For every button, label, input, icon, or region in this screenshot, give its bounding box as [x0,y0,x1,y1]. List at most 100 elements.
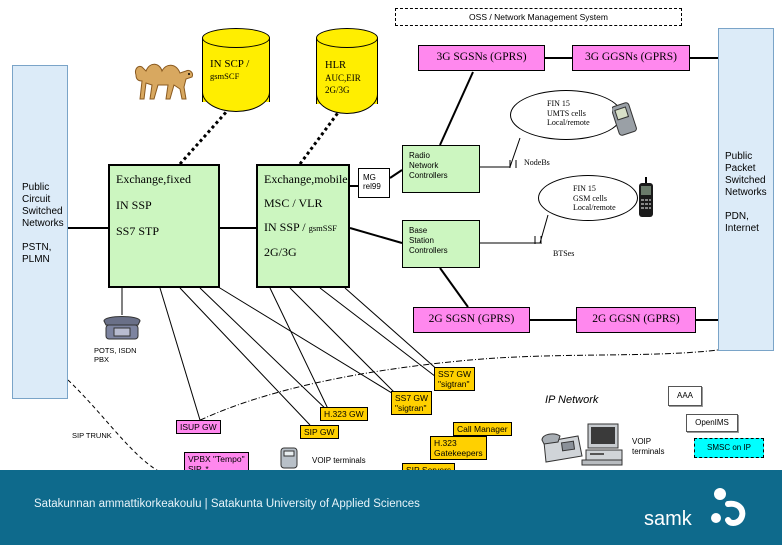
ip-network-boundary [189,349,719,426]
pots-line2: PBX [94,355,110,364]
rnc-line3: Controllers [409,171,448,180]
pcsn-line-1: Public [22,182,50,193]
voip-terminals-right-label: VOIP terminals [632,437,664,457]
umts-line2: UMTS cells [547,108,586,118]
gsm-cells-cloud: FIN 15 GSM cells Local/remote [538,175,638,221]
sip-trunk-line [67,379,176,479]
exchange-mobile-ssp-b: gsmSSF [308,223,337,233]
exchange-fixed-stp: SS7 STP [116,224,160,238]
ggsn-3g-box: 3G GGSNs (GPRS) [572,45,690,71]
pcsn-line-3: Switched [22,206,63,217]
umts-line1: FIN 15 [547,99,570,108]
exchange-fixed-title: Exchange,fixed [116,172,191,186]
oss-label: OSS / Network Management System [469,12,608,22]
gsm-line3: Local/remote [573,203,616,212]
ppsn-line-6: PDN, [725,211,749,222]
nodebs-label: NodeBs [524,158,550,167]
umts-cells-cloud: FIN 15 UMTS cells Local/remote [510,90,622,140]
line-rnc-sgsn3g [439,71,474,146]
smsc-box: SMSC on IP [694,438,764,458]
h323-gw: H.323 GW [320,407,368,421]
bsc-line1: Base [409,226,428,235]
sip-gw: SIP GW [300,425,339,439]
gsm-line2: GSM cells [573,193,607,203]
smartphone-icon [612,102,637,136]
pots-line1: POTS, ISDN [94,346,137,355]
pcsn-line-2: Circuit [22,194,51,205]
line-mobile-gws [269,287,331,414]
isup-gw: ISUP GW [176,420,221,434]
ss7-gw-1-line2: "sigtran" [438,379,470,389]
oss-banner: OSS / Network Management System [395,8,682,26]
bsc-line2: Station [409,236,434,245]
exchange-fixed-ssp: IN SSP [116,198,152,212]
line-mobile-bsc [349,227,403,244]
line-fixed-scp [178,109,230,165]
samk-logo-text: samk [644,508,692,530]
ppsn-line-3: Switched [725,175,766,186]
exchange-mobile-msc: MSC / VLR [264,196,323,210]
in-scp-line2: gsmSCF [210,71,240,81]
pcsn-line-4: Networks [22,218,64,229]
exchange-fixed: Exchange,fixed IN SSP SS7 STP [108,164,220,288]
voip-right-line2: terminals [632,447,665,456]
h323-gatekeepers: H.323 Gatekeepers [430,436,487,460]
ss7-gw-1-line1: SS7 GW [438,369,472,379]
hlr-line2: AUC,EIR [325,73,361,83]
rnc-box: Radio Network Controllers [402,145,480,193]
ip-phone-icon [541,433,583,463]
exchange-mobile-ssp-a: IN SSP / [264,220,309,234]
ppsn-line-7: Internet [725,223,759,234]
voip-right-line1: VOIP [632,437,652,446]
mg-line1: MG [363,173,376,182]
bsc-box: Base Station Controllers [402,220,480,268]
in-scp-line1: IN SCP / [210,58,250,70]
pcsn-line-6: PSTN, [22,242,52,253]
exchange-mobile-ssp: IN SSP / gsmSSF [264,220,348,235]
hlr-line1: HLR [325,60,346,71]
ip-network-label: IP Network [545,394,599,406]
h323-gk-line2: Gatekeepers [434,448,483,458]
pc-icon [581,423,623,466]
vpbx-line1: VPBX "Tempo" [188,454,245,464]
exchange-mobile-title: Exchange,mobile [264,172,348,186]
hlr-line3: 2G/3G [325,85,350,95]
line-bsc-sgsn2g [439,267,469,308]
ppsn-line-1: Public [725,151,753,162]
pcsn-line-7: PLMN [22,254,50,265]
openims-box: OpenIMS [686,414,738,432]
ss7-gw-2: SS7 GW "sigtran" [391,391,433,415]
ss7-gw-2-line1: SS7 GW [395,393,429,403]
pots-label: POTS, ISDN PBX [94,346,137,364]
desk-phone-icon [103,316,141,340]
footer-text: Satakunnan ammattikorkeakoulu | Satakunt… [34,498,420,510]
in-scp-db: IN SCP / gsmSCF [202,28,270,112]
vpbx-line2: SIP, * [188,464,209,474]
samk-logo-icon [711,488,746,526]
footer-bar: Satakunnan ammattikorkeakoulu | Satakunt… [0,470,782,545]
exchange-mobile-gen: 2G/3G [264,245,297,259]
h323-gk-line1: H.323 [434,438,457,448]
ss7-gw-2-line2: "sigtran" [395,403,427,413]
umts-line3: Local/remote [547,118,590,127]
bsc-line3: Controllers [409,246,448,255]
line-fixed-isupgw [159,287,201,421]
hlr-db: HLR AUC,EIR 2G/3G [316,28,378,114]
ggsn-2g-box: 2G GGSN (GPRS) [576,307,696,333]
btses-label: BTSes [553,249,575,258]
line-mg-rnc [389,169,403,179]
mg-rel99-box: MG rel99 [358,168,390,198]
ppsn-line-4: Networks [725,187,767,198]
pcsn-panel: Public Circuit Switched Networks PSTN, P… [12,65,68,399]
call-manager: Call Manager [453,422,512,436]
ppsn-spacer [725,199,773,211]
rnc-line2: Network [409,161,439,170]
pcsn-spacer [22,230,67,242]
ppsn-line-2: Packet [725,163,756,174]
camel-icon [135,63,193,100]
aaa-box: AAA [668,386,702,406]
mg-line2: rel99 [363,182,381,191]
sgsn-2g-box: 2G SGSN (GPRS) [413,307,530,333]
rnc-line1: Radio [409,151,430,160]
gsm-line1: FIN 15 [573,184,596,193]
